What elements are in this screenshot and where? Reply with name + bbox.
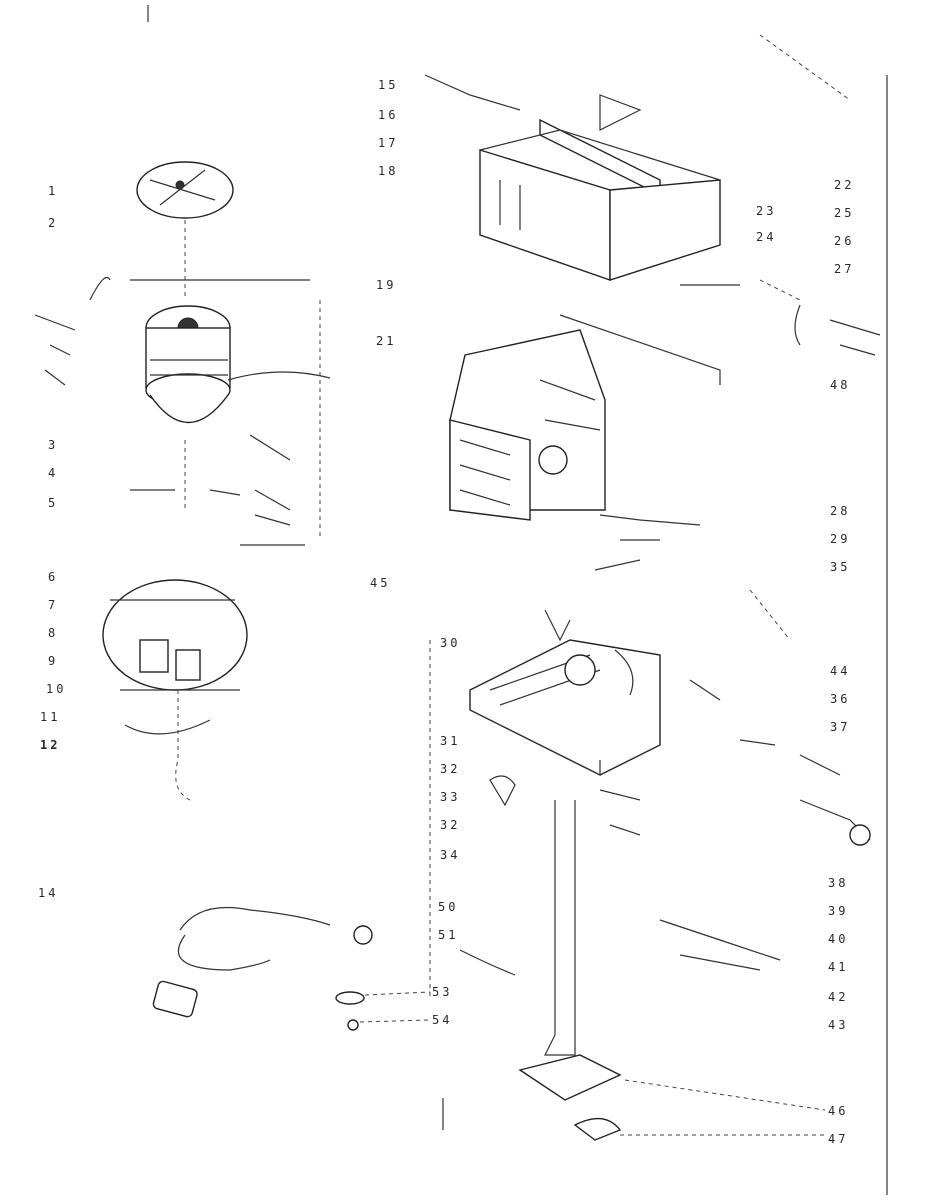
gearbox-assembly [449,329,701,571]
callout-23: 23 [756,204,777,218]
callout-39: 39 [828,904,849,918]
top-cover-assembly [424,74,881,385]
callout-14: 14 [38,886,59,900]
callout-6: 6 [48,570,59,584]
callout-1: 1 [48,184,59,198]
power-cord [152,906,431,1031]
callout-28: 28 [830,504,851,518]
blade-foot [518,1054,622,1101]
clamp [335,991,365,1005]
callout-30: 30 [440,636,461,650]
callout-8: 8 [48,626,59,640]
callout-11: 11 [40,710,61,724]
callout-5: 5 [48,496,59,510]
callout-12: 12 [40,738,61,752]
callout-15: 15 [378,78,399,92]
base-housing [102,579,248,691]
callout-53: 53 [432,985,453,999]
callout-16: 16 [378,108,399,122]
corner-mark [759,34,851,101]
callout-48: 48 [830,378,851,392]
callout-51: 51 [438,928,459,942]
callout-43: 43 [828,1018,849,1032]
callout-40: 40 [828,932,849,946]
callout-18: 18 [378,164,399,178]
callout-9: 9 [48,654,59,668]
fan-cap [136,161,234,219]
callout-36: 36 [830,692,851,706]
callout-24: 24 [756,230,777,244]
callout-19: 19 [376,278,397,292]
base-plate-assembly [469,609,871,846]
blade-shaft-assembly [429,589,826,1141]
callout-32a: 32 [440,762,461,776]
base-plate [469,639,661,776]
callout-34: 34 [440,848,461,862]
plug [152,980,198,1018]
callout-2: 2 [48,216,59,230]
callout-33: 33 [440,790,461,804]
callout-26a: 26 [834,234,855,248]
callout-3: 3 [48,438,59,452]
callout-27: 27 [834,262,855,276]
callout-46: 46 [828,1104,849,1118]
callout-4: 4 [48,466,59,480]
callout-29: 29 [830,532,851,546]
callout-42: 42 [828,990,849,1004]
callout-54: 54 [432,1013,453,1027]
callout-50: 50 [438,900,459,914]
callout-31: 31 [440,734,461,748]
callout-21: 21 [376,334,397,348]
callout-17: 17 [378,136,399,150]
callout-35: 35 [830,560,851,574]
callout-37: 37 [830,720,851,734]
callout-32b: 32 [440,818,461,832]
blade-clip [573,1117,622,1141]
callout-47: 47 [828,1132,849,1146]
motor-fan-assembly [34,161,331,801]
callout-45: 45 [370,576,391,590]
callout-22: 22 [834,178,855,192]
callout-41: 41 [828,960,849,974]
small-screws-left [34,314,291,526]
callout-10: 10 [46,682,67,696]
callout-38: 38 [828,876,849,890]
callout-7: 7 [48,598,59,612]
callout-25: 25 [834,206,855,220]
callout-44: 44 [830,664,851,678]
